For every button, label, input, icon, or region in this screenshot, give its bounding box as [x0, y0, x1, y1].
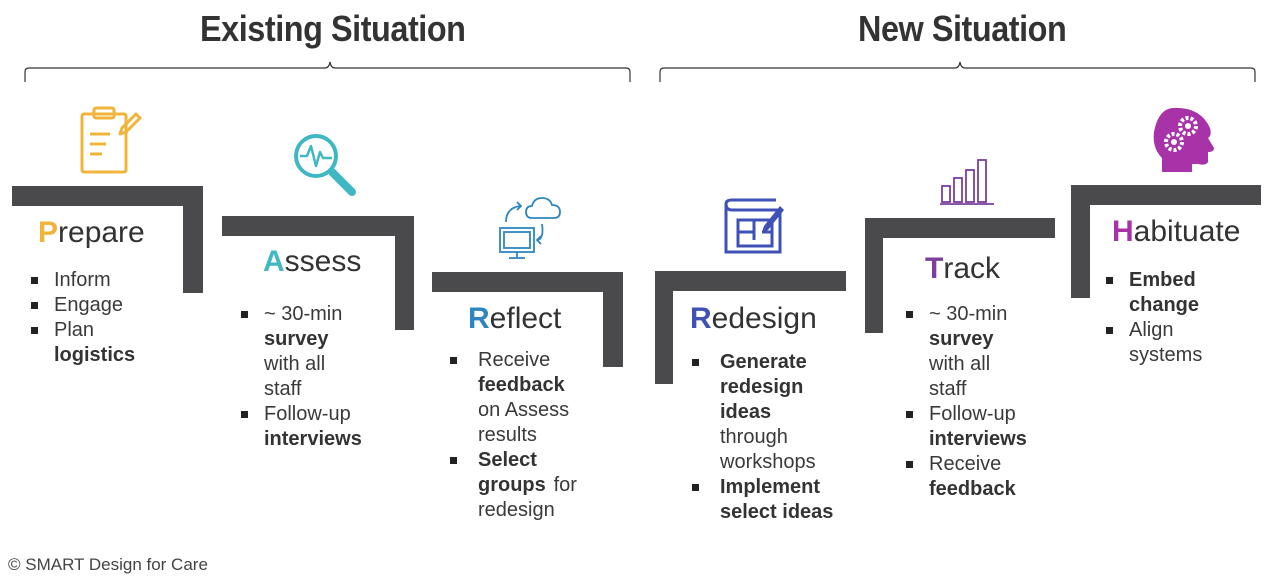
- prepare-item-inform: Inform: [30, 268, 180, 293]
- redesign-title: Redesign: [690, 302, 817, 336]
- prepare-step-side: [183, 186, 203, 293]
- habituate-initial: H: [1112, 215, 1134, 248]
- track-step-side: [865, 218, 883, 333]
- head-gears-icon: [1153, 107, 1214, 172]
- reflect-step-side: [603, 272, 623, 367]
- assess-title: Assess: [263, 245, 361, 279]
- reflect-item-select: Select groups for redesign: [440, 448, 610, 523]
- blueprint-icon: [724, 198, 784, 254]
- prepare-step-top: [12, 186, 203, 206]
- track-title: Track: [925, 252, 1000, 286]
- bar-chart-icon: [940, 159, 994, 205]
- assess-step-top: [222, 216, 414, 236]
- prepare-item-engage: Engage: [30, 293, 180, 318]
- assess-step-side: [395, 216, 414, 330]
- assess-initial: A: [263, 245, 285, 278]
- redesign-step-top: [655, 271, 846, 291]
- prepare-title-rest: repare: [58, 216, 145, 249]
- redesign-step-side: [655, 271, 673, 384]
- clipboard-icon: [80, 106, 142, 174]
- habituate-title-rest: abituate: [1133, 215, 1241, 248]
- magnifier-pulse-icon: [294, 134, 356, 196]
- reflect-initial: R: [468, 302, 490, 335]
- habituate-item-embed: Embed change: [1105, 268, 1255, 318]
- track-title-rest: rack: [943, 252, 1001, 285]
- new-situation-brace: [659, 61, 1256, 82]
- habituate-step-top: [1071, 185, 1261, 205]
- existing-situation-brace: [24, 61, 631, 82]
- copyright-text: © SMART Design for Care: [8, 555, 208, 574]
- computer-cloud-sync-icon: [499, 197, 561, 259]
- reflect-step-top: [432, 272, 623, 292]
- existing-situation-header: Existing Situation: [200, 8, 466, 49]
- habituate-items: Embed change Align systems: [1105, 268, 1255, 368]
- redesign-initial: R: [690, 302, 712, 335]
- prepare-title: Prepare: [38, 216, 145, 250]
- new-situation-header: New Situation: [858, 8, 1067, 49]
- assess-title-rest: ssess: [284, 245, 362, 278]
- track-initial: T: [925, 252, 944, 285]
- redesign-title-rest: edesign: [711, 302, 817, 335]
- redesign-item-implement: Implement select ideas: [682, 475, 862, 525]
- reflect-title: Reflect: [468, 302, 561, 336]
- reflect-title-rest: eflect: [489, 302, 562, 335]
- habituate-item-align: Align systems: [1105, 318, 1255, 368]
- habituate-title: Habituate: [1112, 215, 1240, 249]
- habituate-step-side: [1071, 185, 1090, 298]
- track-step-top: [865, 218, 1055, 238]
- prepare-initial: P: [38, 216, 59, 249]
